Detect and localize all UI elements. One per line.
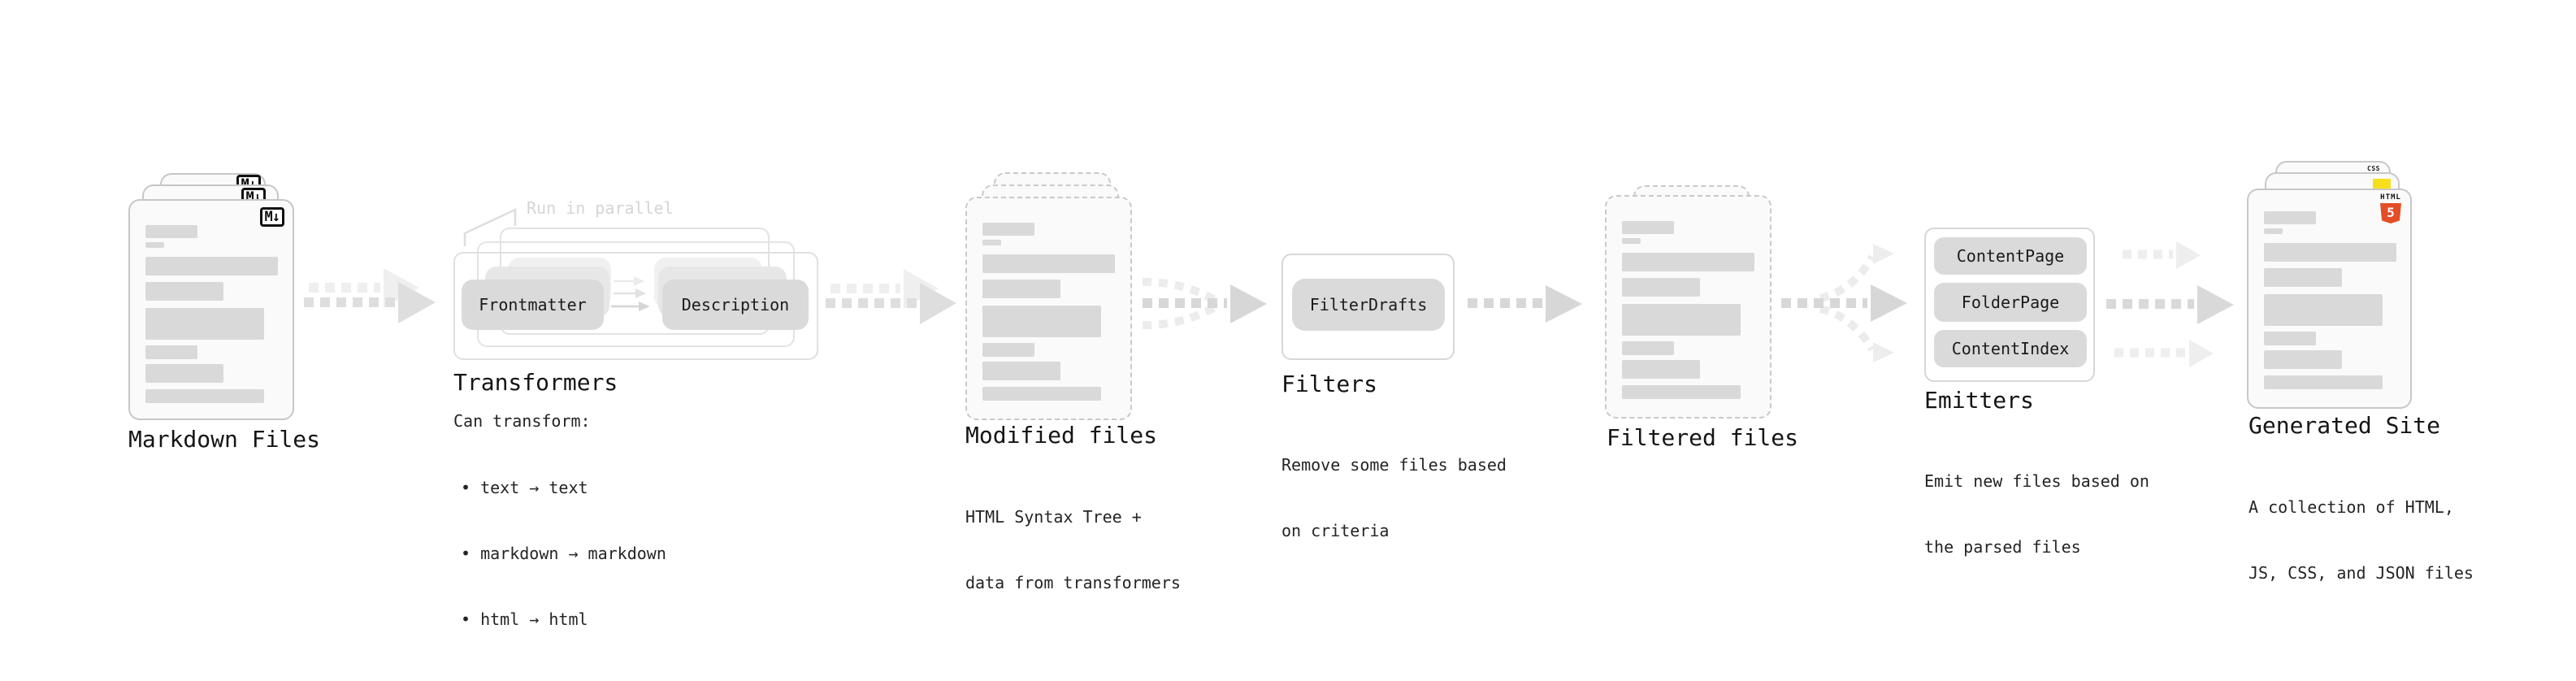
arrows-emitters-to-site bbox=[2106, 241, 2234, 367]
desc-line: the parsed files bbox=[1924, 537, 2081, 557]
arrow-modified-to-filters bbox=[1142, 277, 1267, 330]
document-placeholder-lines bbox=[982, 223, 1115, 401]
document-placeholder-lines bbox=[2264, 211, 2396, 389]
frontmatter-transformer: Frontmatter bbox=[462, 280, 604, 330]
arrow-transformers-to-modified bbox=[826, 269, 956, 324]
desc-line: JS, CSS, and JSON files bbox=[2249, 563, 2474, 583]
run-in-parallel-note: Run in parallel bbox=[527, 198, 674, 218]
emitters-desc: Emit new files based on the parsed files bbox=[1924, 427, 2149, 602]
transformers-bullets: • text → text • markdown → markdown • ht… bbox=[461, 433, 666, 674]
arrow-filtered-to-emitters bbox=[1781, 244, 1907, 362]
site-file-card-front: HTML 5 bbox=[2247, 189, 2412, 409]
generated-site-label: Generated Site bbox=[2249, 412, 2441, 439]
modified-files-desc: HTML Syntax Tree + data from transformer… bbox=[965, 462, 1181, 638]
filters-heading: Filters bbox=[1281, 371, 1378, 397]
folderpage-emitter: FolderPage bbox=[1934, 283, 2087, 322]
markdown-file-card-front: M↓ bbox=[128, 199, 294, 420]
emitters-heading: Emitters bbox=[1924, 387, 2034, 414]
desc-line: on criteria bbox=[1281, 521, 1390, 540]
modified-file-card-front bbox=[965, 197, 1132, 420]
generated-site-desc: A collection of HTML, JS, CSS, and JSON … bbox=[2249, 453, 2474, 628]
desc-line: A collection of HTML, bbox=[2249, 497, 2454, 517]
filtered-files-label: Filtered files bbox=[1607, 424, 1799, 451]
desc-line: Emit new files based on bbox=[1924, 471, 2149, 491]
description-transformer: Description bbox=[662, 280, 809, 330]
filtered-file-card-front bbox=[1605, 195, 1772, 419]
document-placeholder-lines bbox=[145, 225, 278, 403]
filters-desc: Remove some files based on criteria bbox=[1281, 410, 1507, 586]
markdown-icon: M↓ bbox=[259, 207, 284, 227]
desc-line: HTML Syntax Tree + bbox=[965, 507, 1142, 527]
desc-line: data from transformers bbox=[965, 573, 1181, 592]
transformers-desc-title: Can transform: bbox=[453, 411, 591, 431]
document-placeholder-lines bbox=[1622, 221, 1754, 399]
bullet-item: • markdown → markdown bbox=[461, 544, 666, 563]
desc-line: Remove some files based bbox=[1281, 455, 1507, 475]
filterdrafts-filter: FilterDrafts bbox=[1292, 279, 1445, 331]
arrow-filters-to-filtered bbox=[1468, 285, 1582, 323]
bullet-item: • html → html bbox=[461, 609, 588, 629]
contentindex-emitter: ContentIndex bbox=[1934, 330, 2087, 367]
bullet-item: • text → text bbox=[461, 478, 588, 497]
transformers-heading: Transformers bbox=[453, 369, 618, 396]
markdown-files-label: Markdown Files bbox=[128, 426, 321, 453]
html5-icon: HTML 5 bbox=[2378, 193, 2404, 223]
modified-files-label: Modified files bbox=[965, 422, 1158, 449]
transformer-box-front bbox=[453, 252, 818, 360]
contentpage-emitter: ContentPage bbox=[1934, 237, 2087, 275]
arrow-markdown-to-transformers bbox=[304, 268, 436, 323]
javascript-icon bbox=[2373, 179, 2391, 189]
